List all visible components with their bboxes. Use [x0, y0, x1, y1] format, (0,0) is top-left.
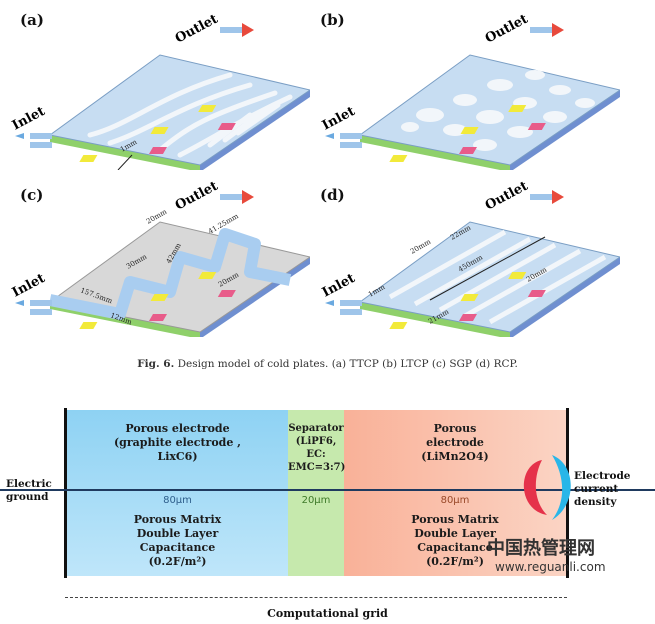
cell-diagram: Porous electrode (graphite electrode , L… — [0, 400, 655, 624]
inlet-label: Inlet — [10, 271, 48, 301]
anode-thickness: 80μm — [163, 495, 192, 506]
cathode-top-text: Porous electrode (LiMn2O4) — [421, 422, 489, 463]
cathode-thickness: 80μm — [440, 495, 470, 506]
anode-bottom-text: Porous Matrix Double Layer Capacitance (… — [133, 513, 222, 568]
computational-line — [0, 489, 655, 491]
anode-top-text: Porous electrode (graphite electrode , L… — [113, 422, 242, 463]
panel-label: (c) — [20, 186, 44, 204]
panel-a: 1mm Inlet Outlet (a) — [10, 5, 310, 170]
grid-dashed-line — [65, 597, 567, 598]
inlet-label: Inlet — [320, 104, 358, 134]
separator-region — [288, 410, 344, 576]
inlet-label: Inlet — [10, 104, 48, 134]
panel-label: (b) — [320, 11, 345, 29]
watermark-logo-icon — [523, 455, 571, 520]
cathode-bottom-text: Porous Matrix Double Layer Capacitance (… — [411, 513, 499, 568]
caption-text: Design model of cold plates. (a) TTCP (b… — [174, 358, 518, 370]
watermark-url: www.reguanli.com — [495, 560, 606, 574]
separator-thickness: 20μm — [301, 495, 331, 506]
anode-region — [67, 410, 288, 576]
caption-prefix: Fig. 6. — [137, 358, 175, 370]
figure-caption: Fig. 6. Design model of cold plates. (a)… — [0, 358, 655, 370]
outlet-label: Outlet — [483, 179, 531, 214]
cold-plate — [358, 221, 620, 333]
outlet-label: Outlet — [173, 12, 221, 47]
outlet-label: Outlet — [483, 12, 531, 47]
electric-ground-label: Electric ground — [6, 478, 52, 503]
current-density-label: Electrode current density — [574, 470, 631, 508]
left-boundary — [64, 408, 67, 578]
panel-label: (a) — [20, 11, 44, 29]
grid-label: Computational grid — [267, 607, 388, 620]
panel-d: 20mm 22mm 450mm 1mm 21mm 20mm Inlet Outl… — [320, 172, 620, 337]
panel-label: (d) — [320, 186, 345, 204]
panel-b: Inlet Outlet (b) — [320, 5, 620, 170]
separator-top-text: Separator (LiPF6, EC: EMC=3:7) — [288, 423, 346, 473]
panel-c: 20mm 41.25mm 30mm 42mm 157.5mm 12mm 20mm… — [10, 172, 310, 337]
outlet-label: Outlet — [173, 179, 221, 214]
watermark-title: 中国热管理网 — [487, 538, 595, 559]
inlet-label: Inlet — [320, 271, 358, 301]
